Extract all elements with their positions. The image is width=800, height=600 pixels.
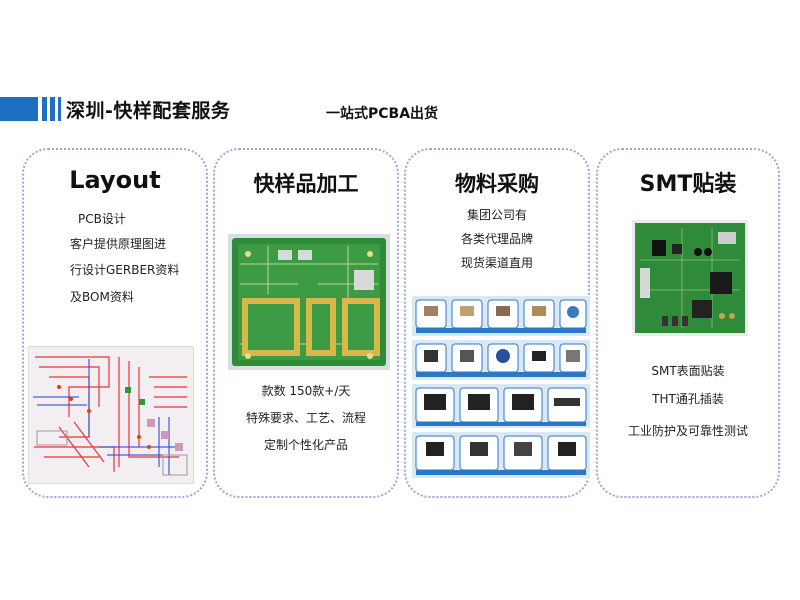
header-accent-stripe (50, 97, 55, 121)
header-accent-stripe (58, 97, 61, 121)
panel-text-line: 款数 150款+/天 (261, 384, 351, 398)
panel-text-line: PCB设计 (78, 212, 126, 226)
page-title: 深圳-快样配套服务 (66, 100, 231, 122)
pcb-board-image (228, 234, 390, 370)
smt-board-image (632, 220, 748, 336)
panel-smt: SMT贴装 SMT表面贴装 THT通孔插装 工业防护及可靠性测试 (596, 148, 780, 498)
pcb-board-drawing (228, 234, 390, 370)
panel-text-line: 及BOM资料 (70, 290, 134, 304)
pcb-layout-drawing (29, 347, 193, 483)
panel-text-line: 现货渠道直用 (460, 256, 533, 270)
panel-text-line: 特殊要求、工艺、流程 (245, 411, 366, 425)
components-grid-drawing (412, 296, 590, 478)
panel-text-line: 各类代理品牌 (460, 232, 533, 246)
panel-text-line: THT通孔插装 (652, 392, 724, 406)
panel-text-line: 定制个性化产品 (263, 438, 348, 452)
panel-text-line: 客户提供原理图进 (70, 237, 167, 251)
panel-title: SMT贴装 (639, 172, 737, 197)
panel-layout: Layout PCB设计 客户提供原理图进 行设计GERBER资料 及BOM资料 (22, 148, 208, 498)
pcb-layout-image (28, 346, 194, 484)
smt-board-drawing (632, 220, 748, 336)
panel-text-line: 行设计GERBER资料 (70, 263, 180, 277)
header-accent-bar (0, 97, 38, 121)
header-accent-stripe (42, 97, 47, 121)
components-grid-image (412, 296, 590, 480)
panel-title: 快样品加工 (253, 172, 359, 196)
panel-text-line: SMT表面贴装 (651, 364, 725, 378)
panel-title: 物料采购 (455, 172, 539, 196)
panel-procurement: 物料采购 集团公司有 各类代理品牌 现货渠道直用 (404, 148, 590, 498)
panel-text-line: 集团公司有 (466, 208, 527, 222)
panel-title: Layout (69, 166, 161, 194)
panel-text-line: 工业防护及可靠性测试 (627, 424, 748, 438)
panel-prototype: 快样品加工 (213, 148, 399, 498)
page-subtitle: 一站式PCBA出货 (326, 106, 439, 122)
